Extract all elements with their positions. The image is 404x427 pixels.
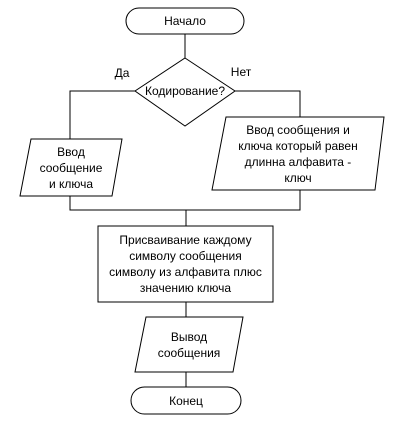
input-encode-label: Ввод сообщение и ключа (39, 144, 103, 191)
connector-no-branch (235, 90, 301, 117)
start-label: Начало (164, 14, 206, 28)
no-label: Нет (230, 65, 252, 79)
connector-merge-left (69, 196, 186, 211)
output-label: Вывод сообщения (157, 329, 221, 360)
output-shape (134, 316, 244, 373)
end-label: Конец (169, 393, 203, 408)
connector-merge-right (186, 190, 301, 211)
end-terminal-shape (130, 386, 242, 415)
yes-label: Да (114, 66, 130, 80)
input-encode-shape (19, 138, 123, 197)
decision-diamond-shape (134, 57, 236, 127)
connector-yes-branch (69, 90, 135, 139)
input-decode-shape (211, 116, 385, 191)
input-decode-label: Ввод сообщения и ключа который равен дли… (238, 122, 358, 185)
process-label: Присваивание каждому символу сообщения с… (109, 233, 262, 295)
decision-label: Кодирование? (144, 84, 226, 98)
